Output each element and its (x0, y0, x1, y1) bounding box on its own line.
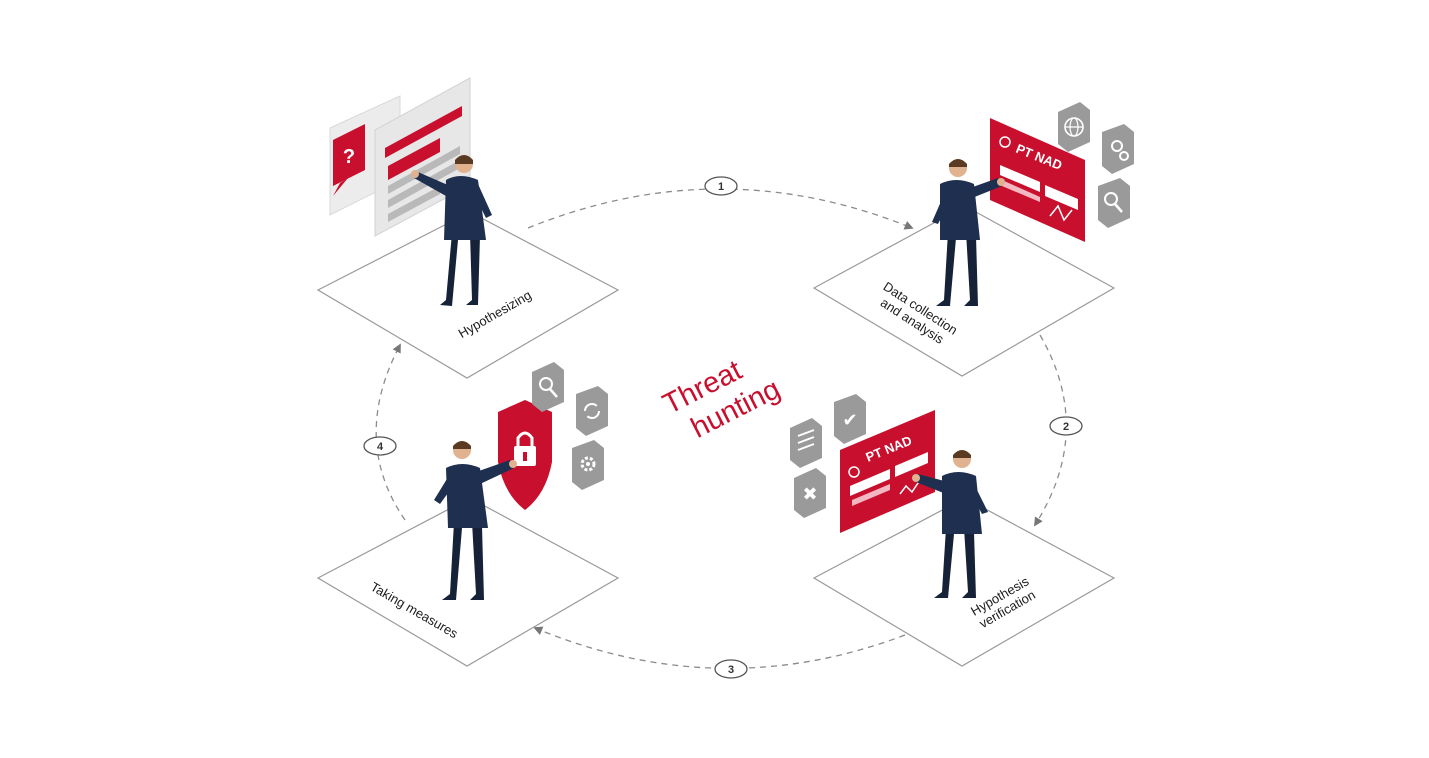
svg-text:?: ? (343, 146, 355, 168)
gears-icon (1102, 124, 1134, 174)
step-number-1: 1 (718, 181, 724, 193)
person-verification (912, 450, 988, 598)
stage-data-collection: PT NAD (812, 102, 1134, 377)
step-badge-1: 1 (704, 176, 738, 196)
step-badge-3: 3 (714, 659, 748, 679)
step-number-2: 2 (1063, 421, 1069, 433)
search-icon (1098, 178, 1130, 228)
question-bubble-icon: ? (333, 124, 365, 196)
refresh-icon-bottom (848, 466, 860, 478)
gear-icon-measures (572, 440, 604, 490)
platform-verification (812, 497, 1116, 667)
platform-data-collection (812, 205, 1116, 377)
platform-measures (316, 497, 620, 667)
shield-lock-icon (498, 400, 552, 510)
center-title: Threat hunting (658, 354, 786, 444)
list-icon (790, 418, 822, 468)
person-data-collection (932, 159, 1005, 306)
platform-hypothesizing (316, 211, 620, 379)
pt-nad-screen-top: PT NAD (990, 118, 1085, 242)
person-measures (434, 441, 517, 600)
pt-nad-screen-bottom: PT NAD (840, 410, 935, 533)
cross-icon: ✖ (794, 468, 826, 518)
arrow-step-4 (375, 343, 406, 521)
stage-hypothesizing: ? Hypothesizing (316, 77, 620, 379)
svg-text:✔: ✔ (842, 410, 857, 431)
step-badge-4: 4 (363, 436, 397, 456)
search-icon-measures (532, 362, 564, 412)
step-badge-2: 2 (1049, 416, 1083, 436)
stage-verification: PT NAD ✔ ✖ (790, 394, 1116, 667)
sync-icon (576, 386, 608, 436)
globe-icon (1058, 102, 1090, 152)
check-icon: ✔ (834, 394, 866, 444)
refresh-icon (999, 136, 1011, 148)
step-number-3: 3 (728, 664, 734, 676)
person-hypothesizing (411, 155, 492, 306)
step-number-4: 4 (377, 441, 384, 453)
svg-text:✖: ✖ (802, 484, 817, 505)
stage-measures: Taking measures (316, 362, 620, 667)
